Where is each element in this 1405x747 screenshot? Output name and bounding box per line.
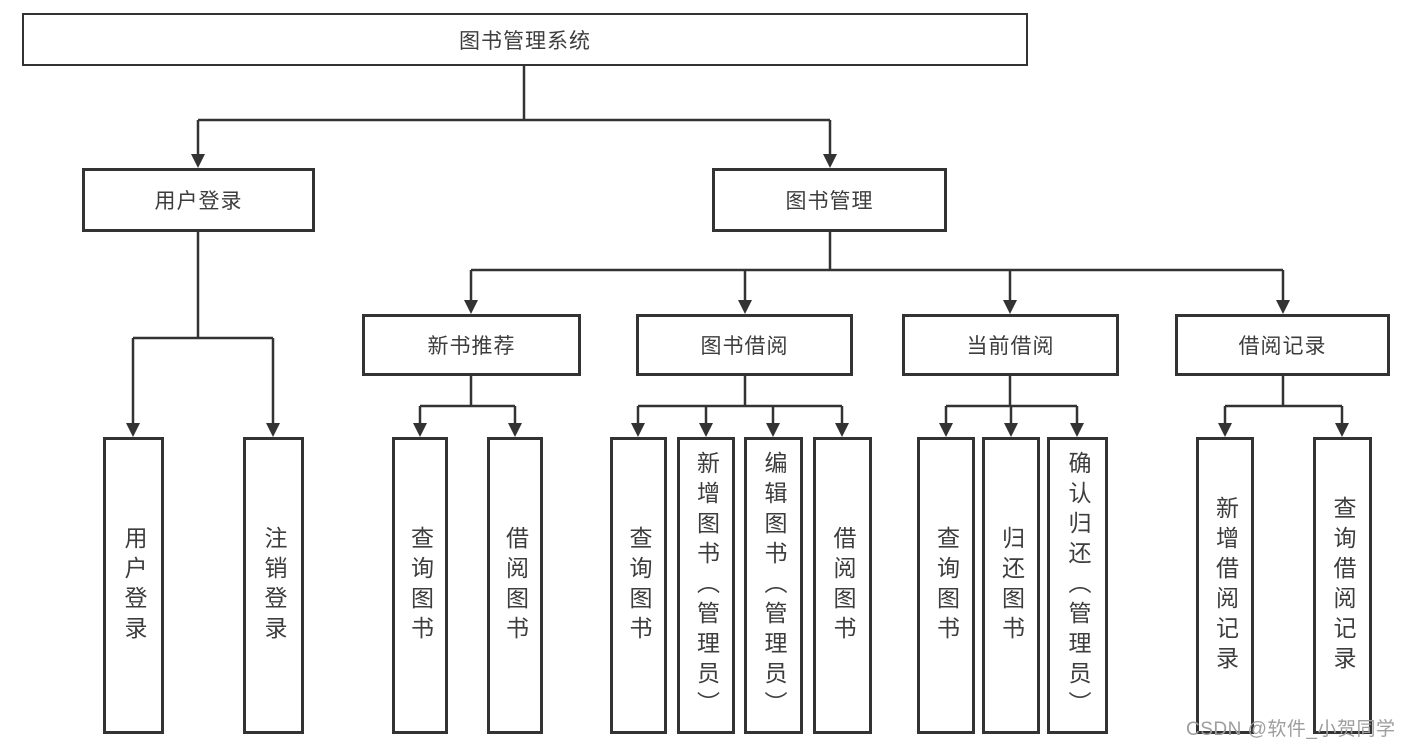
leaf-return-book: 归还图书 [982, 437, 1040, 734]
leaf-borrow-books-recommend-label: 借阅图书 [502, 525, 529, 646]
node-borrowing-records-label: 借阅记录 [1238, 335, 1327, 358]
node-borrowing-records: 借阅记录 [1175, 314, 1390, 376]
csdn-watermark: CSDN @软件_小贺同学 [1186, 719, 1396, 740]
leaf-query-books-current-label: 查询图书 [933, 525, 960, 646]
leaf-borrow-books-recommend: 借阅图书 [487, 437, 543, 734]
leaf-add-borrow-record: 新增借阅记录 [1196, 437, 1254, 734]
leaf-query-books-borrowing-label: 查询图书 [626, 525, 652, 646]
node-root-label: 图书管理系统 [459, 29, 591, 53]
node-user-login-label: 用户登录 [154, 190, 243, 213]
leaf-user-login: 用户登录 [103, 437, 164, 734]
leaf-logout-label: 注销登录 [261, 525, 287, 646]
leaf-confirm-return-admin: 确认归还（管理员） [1047, 437, 1108, 734]
leaf-query-books-recommend: 查询图书 [392, 437, 448, 734]
node-book-borrowing: 图书借阅 [636, 314, 853, 376]
leaf-query-books-current: 查询图书 [917, 437, 975, 734]
leaf-borrow-books-borrowing-label: 借阅图书 [830, 525, 856, 646]
leaf-edit-book-admin: 编辑图书（管理员） [744, 437, 803, 734]
node-user-login: 用户登录 [82, 168, 315, 232]
leaf-add-book-admin-label: 新增图书（管理员） [693, 450, 720, 721]
leaf-user-login-label: 用户登录 [121, 525, 147, 646]
node-book-management-label: 图书管理 [785, 190, 874, 213]
leaf-query-books-borrowing: 查询图书 [610, 437, 667, 734]
node-new-book-recommend-label: 新书推荐 [427, 335, 516, 358]
leaf-return-book-label: 归还图书 [998, 525, 1025, 646]
leaf-query-borrow-record: 查询借阅记录 [1313, 437, 1372, 734]
node-root: 图书管理系统 [22, 13, 1028, 66]
node-new-book-recommend: 新书推荐 [362, 314, 581, 376]
node-book-management: 图书管理 [712, 168, 947, 232]
leaf-edit-book-admin-label: 编辑图书（管理员） [761, 450, 787, 721]
node-current-borrowing-label: 当前借阅 [966, 335, 1055, 358]
leaf-query-books-recommend-label: 查询图书 [407, 525, 434, 646]
leaf-add-book-admin: 新增图书（管理员） [677, 437, 735, 734]
arrowheads [126, 154, 1349, 437]
leaf-logout: 注销登录 [243, 437, 304, 734]
leaf-confirm-return-admin-label: 确认归还（管理员） [1065, 450, 1091, 721]
leaf-query-borrow-record-label: 查询借阅记录 [1330, 495, 1356, 676]
leaf-add-borrow-record-label: 新增借阅记录 [1212, 495, 1239, 676]
node-book-borrowing-label: 图书借阅 [700, 335, 789, 358]
leaf-borrow-books-borrowing: 借阅图书 [813, 437, 872, 734]
node-current-borrowing: 当前借阅 [902, 314, 1119, 376]
